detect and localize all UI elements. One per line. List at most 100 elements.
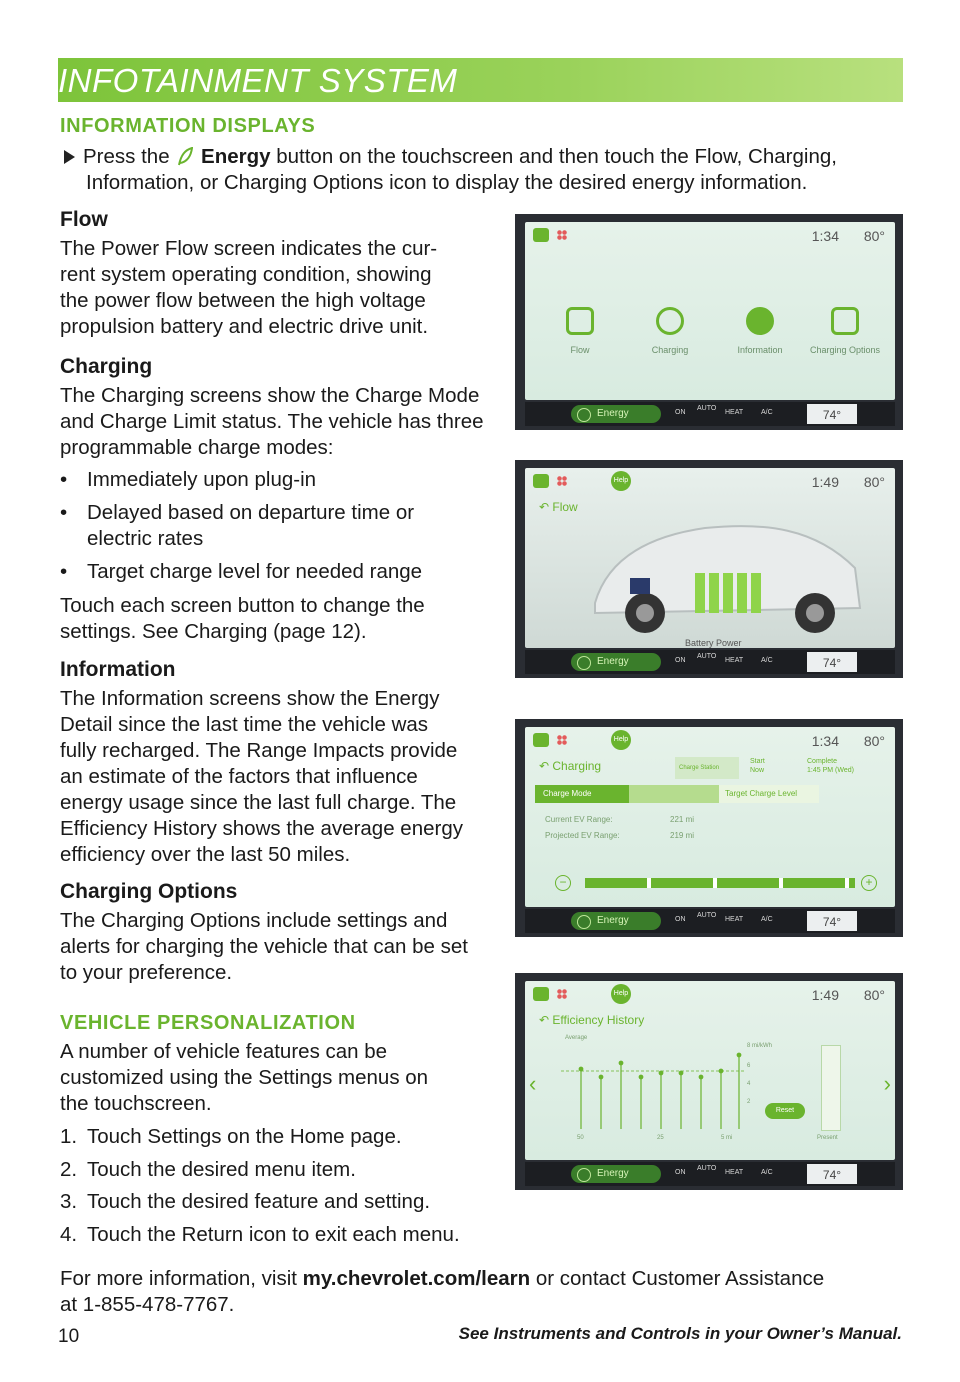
footer-note: See Instruments and Controls in your Own…	[458, 1324, 902, 1343]
energy-button[interactable]: Energy	[571, 653, 661, 671]
information-line: energy usage since the last full charge.…	[60, 791, 457, 814]
charging-options-line: alerts for charging the vehicle that can…	[60, 935, 468, 958]
temp-box[interactable]: 74°	[807, 404, 857, 424]
more-info-phone: at 1-855-478-7767.	[60, 1293, 235, 1316]
back-button[interactable]: ↶ Efficiency History	[539, 1013, 645, 1027]
screen-flow: Help 1:49 80° ↶ Flow Battery Power Energ…	[515, 460, 903, 678]
energy-button[interactable]: Energy	[571, 405, 661, 423]
charge-level-bar[interactable]	[585, 878, 855, 888]
apps-icon[interactable]	[557, 230, 567, 240]
next-arrow-icon[interactable]: ›	[883, 1071, 891, 1096]
flow-line: The Power Flow screen indicates the cur-	[60, 237, 438, 260]
increase-button[interactable]: +	[861, 875, 877, 891]
ac-label[interactable]: A/C	[761, 657, 773, 664]
charging-line: The Charging screens show the Charge Mod…	[60, 384, 480, 407]
status-bar: 1:34 80°	[525, 222, 895, 248]
tab-target-charge-level[interactable]: Target Charge Level	[719, 785, 819, 803]
auto-label[interactable]: AUTO	[697, 405, 717, 412]
back-label: Flow	[552, 500, 578, 514]
back-label: Charging	[552, 759, 602, 773]
help-button[interactable]: Help	[611, 730, 631, 750]
information-line: efficiency over the last 50 miles.	[60, 843, 351, 866]
auto-label[interactable]: AUTO	[697, 1165, 717, 1172]
screen-display: Help 1:49 80° ↶ Flow Battery Power	[525, 468, 895, 648]
information-title: Information	[60, 658, 176, 681]
heat-label[interactable]: HEAT	[725, 1169, 744, 1176]
help-button[interactable]: Help	[611, 471, 631, 491]
information-tile[interactable]: Information	[715, 307, 805, 355]
help-button[interactable]: Help	[611, 984, 631, 1004]
decrease-button[interactable]: −	[555, 875, 571, 891]
temp-box[interactable]: 74°	[807, 652, 857, 672]
on-label[interactable]: ON	[675, 916, 686, 923]
car-illustration	[594, 525, 862, 633]
home-icon[interactable]	[533, 987, 549, 1001]
auto-label[interactable]: AUTO	[697, 912, 717, 919]
charging-options-line: The Charging Options include settings an…	[60, 909, 448, 932]
charging-options-body: The Charging Options include settings an…	[60, 908, 510, 986]
information-line: an estimate of the factors that influenc…	[60, 765, 418, 788]
chevrolet-link[interactable]: my.chevrolet.com/learn	[302, 1267, 531, 1290]
energy-button[interactable]: Energy	[571, 912, 661, 930]
back-button[interactable]: ↶ Flow	[539, 500, 578, 514]
reset-button[interactable]: Reset	[765, 1103, 805, 1119]
on-label[interactable]: ON	[675, 1169, 686, 1176]
personalization-heading: VEHICLE PERSONALIZATION	[60, 1012, 356, 1034]
tab-charge-limit[interactable]	[629, 785, 719, 803]
ac-label[interactable]: A/C	[761, 409, 773, 416]
information-line: fully recharged. The Range Impacts provi…	[60, 739, 458, 762]
on-label[interactable]: ON	[675, 657, 686, 664]
charging-options-title: Charging Options	[60, 880, 238, 903]
heat-label[interactable]: HEAT	[725, 657, 744, 664]
intro-energy-bold: Energy	[201, 145, 271, 168]
intro-line2: Information, or Charging Options icon to…	[86, 171, 808, 194]
heat-label[interactable]: HEAT	[725, 916, 744, 923]
charging-after: Touch each screen button to change the s…	[60, 593, 500, 645]
auto-label[interactable]: AUTO	[697, 653, 717, 660]
apps-icon[interactable]	[557, 735, 567, 745]
flow-icon	[566, 307, 594, 335]
outside-temp: 80°	[863, 987, 885, 1003]
tab-charge-mode[interactable]: Charge Mode	[535, 785, 629, 803]
temp-box[interactable]: 74°	[807, 1164, 857, 1184]
apps-icon[interactable]	[557, 989, 567, 999]
tile-label: Flow	[570, 345, 590, 355]
information-line: Efficiency History shows the average ene…	[60, 817, 463, 840]
climate-bar: Energy ON AUTO HEAT A/C 74°	[525, 909, 895, 933]
outside-temp: 80°	[863, 474, 885, 490]
home-icon[interactable]	[533, 228, 549, 242]
flow-tile[interactable]: Flow	[535, 307, 625, 355]
bullet-text: Immediately upon plug-in	[87, 468, 317, 491]
screen-charging: Help 1:34 80° ↶ Charging Charge Station …	[515, 719, 903, 937]
tile-label: Information	[737, 345, 783, 355]
prev-arrow-icon[interactable]: ‹	[529, 1071, 537, 1096]
on-label[interactable]: ON	[675, 409, 686, 416]
charging-tile[interactable]: Charging	[625, 307, 715, 355]
charging-line: and Charge Limit status. The vehicle has…	[60, 410, 484, 433]
start-value: Now	[750, 767, 765, 774]
x-tick: 25	[657, 1135, 664, 1141]
home-icon[interactable]	[533, 733, 549, 747]
climate-bar: Energy ON AUTO HEAT A/C 74°	[525, 402, 895, 426]
energy-button[interactable]: Energy	[571, 1165, 661, 1183]
heat-label[interactable]: HEAT	[725, 409, 744, 416]
apps-icon[interactable]	[557, 476, 567, 486]
ac-label[interactable]: A/C	[761, 1169, 773, 1176]
current-range-value: 221 mi	[670, 815, 695, 824]
home-icon[interactable]	[533, 474, 549, 488]
energy-label: Energy	[597, 408, 629, 419]
ac-label[interactable]: A/C	[761, 916, 773, 923]
charging-options-line: to your preference.	[60, 961, 233, 984]
screen-display: Help 1:49 80° ↶ Efficiency History ‹ › A…	[525, 981, 895, 1160]
intro-line1: button on the touchscreen and then touch…	[276, 145, 837, 168]
temp-box[interactable]: 74°	[807, 911, 857, 931]
arrow-bullet-icon	[64, 150, 75, 164]
info-displays-heading: INFORMATION DISPLAYS	[60, 115, 316, 137]
present-gauge	[821, 1045, 841, 1131]
charging-after-line: settings. See Charging (page 12).	[60, 620, 367, 643]
back-button[interactable]: ↶ Charging	[539, 759, 602, 773]
projected-range-label: Projected EV Range:	[545, 831, 620, 840]
personalization-line: A number of vehicle features can be	[60, 1040, 388, 1063]
charging-options-tile[interactable]: Charging Options	[800, 307, 890, 355]
